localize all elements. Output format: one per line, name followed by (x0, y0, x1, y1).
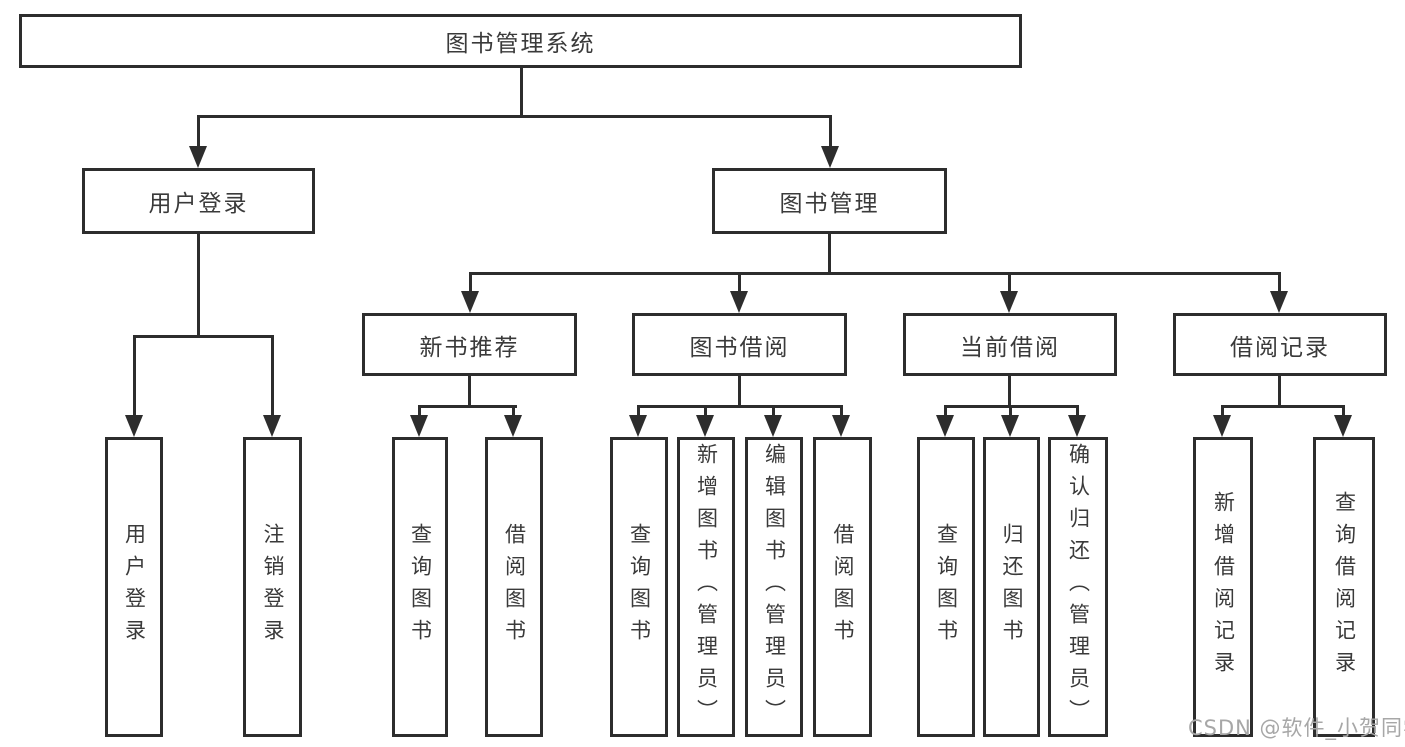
leaf-confirm-return-admin-label: 确认归还（管理员） (1066, 443, 1091, 731)
leaf-borrow-books-2-label: 借阅图书 (831, 523, 855, 651)
node-root-label: 图书管理系统 (445, 31, 596, 57)
node-root: 图书管理系统 (19, 14, 1022, 68)
node-book-management-label: 图书管理 (779, 191, 880, 217)
connector-root-trunk (520, 66, 523, 118)
leaf-borrow-books-recommend-label: 借阅图书 (502, 523, 527, 651)
leaf-edit-book-admin: 编辑图书（管理员） (745, 437, 803, 737)
connector-book-management-trunk (828, 232, 831, 275)
leaf-user-login: 用户登录 (105, 437, 163, 737)
leaf-add-book-admin-label: 新增图书（管理员） (694, 443, 719, 731)
connector-records-trunk (1278, 374, 1281, 408)
node-book-borrow-label: 图书借阅 (689, 334, 790, 361)
arrow-to-query-books-recommend (410, 415, 428, 437)
connector-stub-current-borrow (1008, 272, 1011, 293)
connector-root-distributor (197, 115, 832, 118)
arrow-to-book-management (821, 146, 839, 168)
node-user-login-label: 用户登录 (148, 191, 249, 217)
arrow-to-confirm-return-admin (1068, 415, 1086, 437)
leaf-query-borrow-record-label: 查询借阅记录 (1332, 491, 1357, 683)
watermark: CSDN @软件_小贺同学 (1188, 716, 1405, 740)
connector-stub-borrow-books-2 (840, 405, 843, 417)
connector-recommend-distributor (418, 405, 517, 408)
leaf-confirm-return-admin: 确认归还（管理员） (1048, 437, 1108, 737)
leaf-user-login-label: 用户登录 (122, 523, 147, 651)
arrow-to-leaf-user-login (125, 415, 143, 437)
connector-stub-new-book-recommend (469, 272, 472, 293)
connector-stub-user-login (197, 115, 200, 148)
leaf-borrow-books-2: 借阅图书 (813, 437, 872, 737)
connector-user-login-trunk (197, 232, 200, 338)
connector-stub-leaf-logout (271, 335, 274, 417)
arrow-to-add-book-admin (696, 415, 714, 437)
arrow-to-leaf-logout (263, 415, 281, 437)
node-book-borrow: 图书借阅 (632, 313, 847, 376)
leaf-query-borrow-record: 查询借阅记录 (1313, 437, 1375, 737)
connector-stub-query-books-current (944, 405, 947, 417)
arrow-to-borrow-books-2 (832, 415, 850, 437)
connector-stub-add-borrow-record (1221, 405, 1224, 417)
arrow-to-borrow-books-recommend (504, 415, 522, 437)
arrow-to-current-borrow (1000, 291, 1018, 313)
leaf-edit-book-admin-label: 编辑图书（管理员） (762, 443, 787, 731)
node-new-book-recommend: 新书推荐 (362, 313, 577, 376)
node-borrow-records-label: 借阅记录 (1230, 334, 1330, 361)
connector-stub-query-books-recommend (418, 405, 421, 417)
leaf-query-books-current: 查询图书 (917, 437, 975, 737)
leaf-query-books-borrow-label: 查询图书 (627, 523, 652, 651)
leaf-add-book-admin: 新增图书（管理员） (677, 437, 735, 737)
connector-stub-query-books-borrow (637, 405, 640, 417)
leaf-query-books-recommend: 查询图书 (392, 437, 448, 737)
arrow-to-query-borrow-record (1334, 415, 1352, 437)
leaf-logout-label: 注销登录 (261, 523, 285, 651)
arrow-to-query-books-borrow (629, 415, 647, 437)
connector-stub-query-borrow-record (1342, 405, 1345, 417)
node-current-borrow: 当前借阅 (903, 313, 1117, 376)
arrow-to-add-borrow-record (1213, 415, 1231, 437)
leaf-return-book: 归还图书 (983, 437, 1040, 737)
node-current-borrow-label: 当前借阅 (960, 334, 1060, 361)
connector-stub-borrow-records (1278, 272, 1281, 293)
connector-stub-book-borrow (738, 272, 741, 293)
node-borrow-records: 借阅记录 (1173, 313, 1387, 376)
connector-current-trunk (1008, 374, 1011, 408)
connector-stub-return-book (1009, 405, 1012, 417)
arrow-to-query-books-current (936, 415, 954, 437)
leaf-logout: 注销登录 (243, 437, 302, 737)
node-book-management: 图书管理 (712, 168, 947, 234)
arrow-to-book-borrow (730, 291, 748, 313)
leaf-return-book-label: 归还图书 (1000, 523, 1024, 651)
connector-stub-borrow-books-recommend (512, 405, 515, 417)
connector-records-distributor (1221, 405, 1345, 408)
connector-stub-book-management (829, 115, 832, 148)
arrow-to-new-book-recommend (461, 291, 479, 313)
arrow-to-edit-book-admin (764, 415, 782, 437)
leaf-query-books-borrow: 查询图书 (610, 437, 668, 737)
leaf-borrow-books-recommend: 借阅图书 (485, 437, 543, 737)
node-new-book-recommend-label: 新书推荐 (419, 334, 520, 361)
connector-borrow-trunk (738, 374, 741, 408)
leaf-add-borrow-record-label: 新增借阅记录 (1211, 491, 1236, 683)
arrow-to-borrow-records (1270, 291, 1288, 313)
connector-level3-distributor (469, 272, 1281, 275)
connector-stub-add-book-admin (704, 405, 707, 417)
node-user-login: 用户登录 (82, 168, 315, 234)
leaf-query-books-recommend-label: 查询图书 (408, 523, 433, 651)
leaf-query-books-current-label: 查询图书 (934, 523, 959, 651)
leaf-add-borrow-record: 新增借阅记录 (1193, 437, 1253, 737)
connector-borrow-distributor (637, 405, 843, 408)
arrow-to-return-book (1001, 415, 1019, 437)
connector-stub-leaf-user-login (133, 335, 136, 417)
connector-stub-edit-book-admin (772, 405, 775, 417)
connector-user-login-distributor (133, 335, 274, 338)
arrow-to-user-login (189, 146, 207, 168)
connector-recommend-trunk (468, 374, 471, 408)
connector-stub-confirm-return-admin (1076, 405, 1079, 417)
